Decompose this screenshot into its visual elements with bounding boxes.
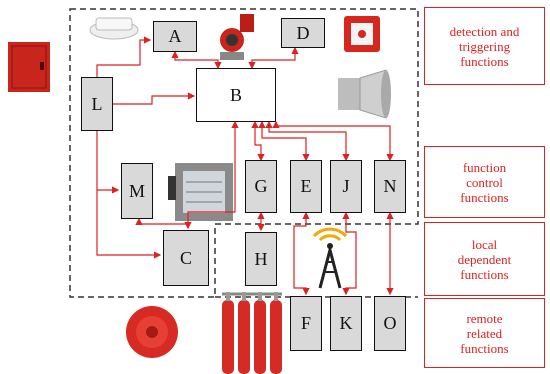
- connector-b-g: [255, 122, 261, 160]
- connector-e-f: [294, 213, 306, 294]
- node-l[interactable]: L: [81, 77, 113, 131]
- connector-b-n: [276, 122, 390, 160]
- connector-l-b: [113, 96, 194, 104]
- control-panel-icon: [8, 42, 50, 92]
- manual-call-point-icon: [344, 16, 380, 52]
- loudspeaker-icon: [338, 70, 391, 118]
- label-local-dependent: local dependent functions: [424, 222, 545, 296]
- connector-l-m: [97, 131, 118, 190]
- node-h[interactable]: H: [245, 232, 277, 286]
- node-e[interactable]: E: [290, 160, 322, 213]
- smoke-detector-icon: [90, 18, 138, 39]
- node-d[interactable]: D: [281, 18, 325, 48]
- node-c[interactable]: C: [163, 230, 209, 286]
- connector-j-k: [346, 213, 356, 294]
- antenna-tower-icon: [314, 229, 346, 288]
- connector-a-b: [175, 52, 218, 68]
- node-g[interactable]: G: [245, 160, 277, 213]
- node-o[interactable]: O: [374, 296, 406, 351]
- node-m[interactable]: M: [121, 163, 153, 219]
- node-k[interactable]: K: [330, 296, 362, 351]
- flame-detector-icon: [220, 14, 254, 60]
- label-function-control: function control functions: [424, 146, 545, 218]
- node-a[interactable]: A: [153, 21, 197, 52]
- alarm-sounder-icon: [126, 306, 178, 358]
- label-detection-triggering: detection and triggering functions: [424, 7, 545, 85]
- node-j[interactable]: J: [330, 160, 362, 213]
- connector-d-b: [252, 48, 295, 68]
- connector-l-a: [97, 40, 150, 77]
- node-f[interactable]: F: [290, 296, 322, 351]
- node-b[interactable]: B: [196, 68, 276, 122]
- node-n[interactable]: N: [374, 160, 406, 213]
- connector-b-j: [269, 122, 346, 160]
- label-remote-related: remote related functions: [424, 298, 545, 368]
- gas-cylinders-icon: [222, 292, 282, 374]
